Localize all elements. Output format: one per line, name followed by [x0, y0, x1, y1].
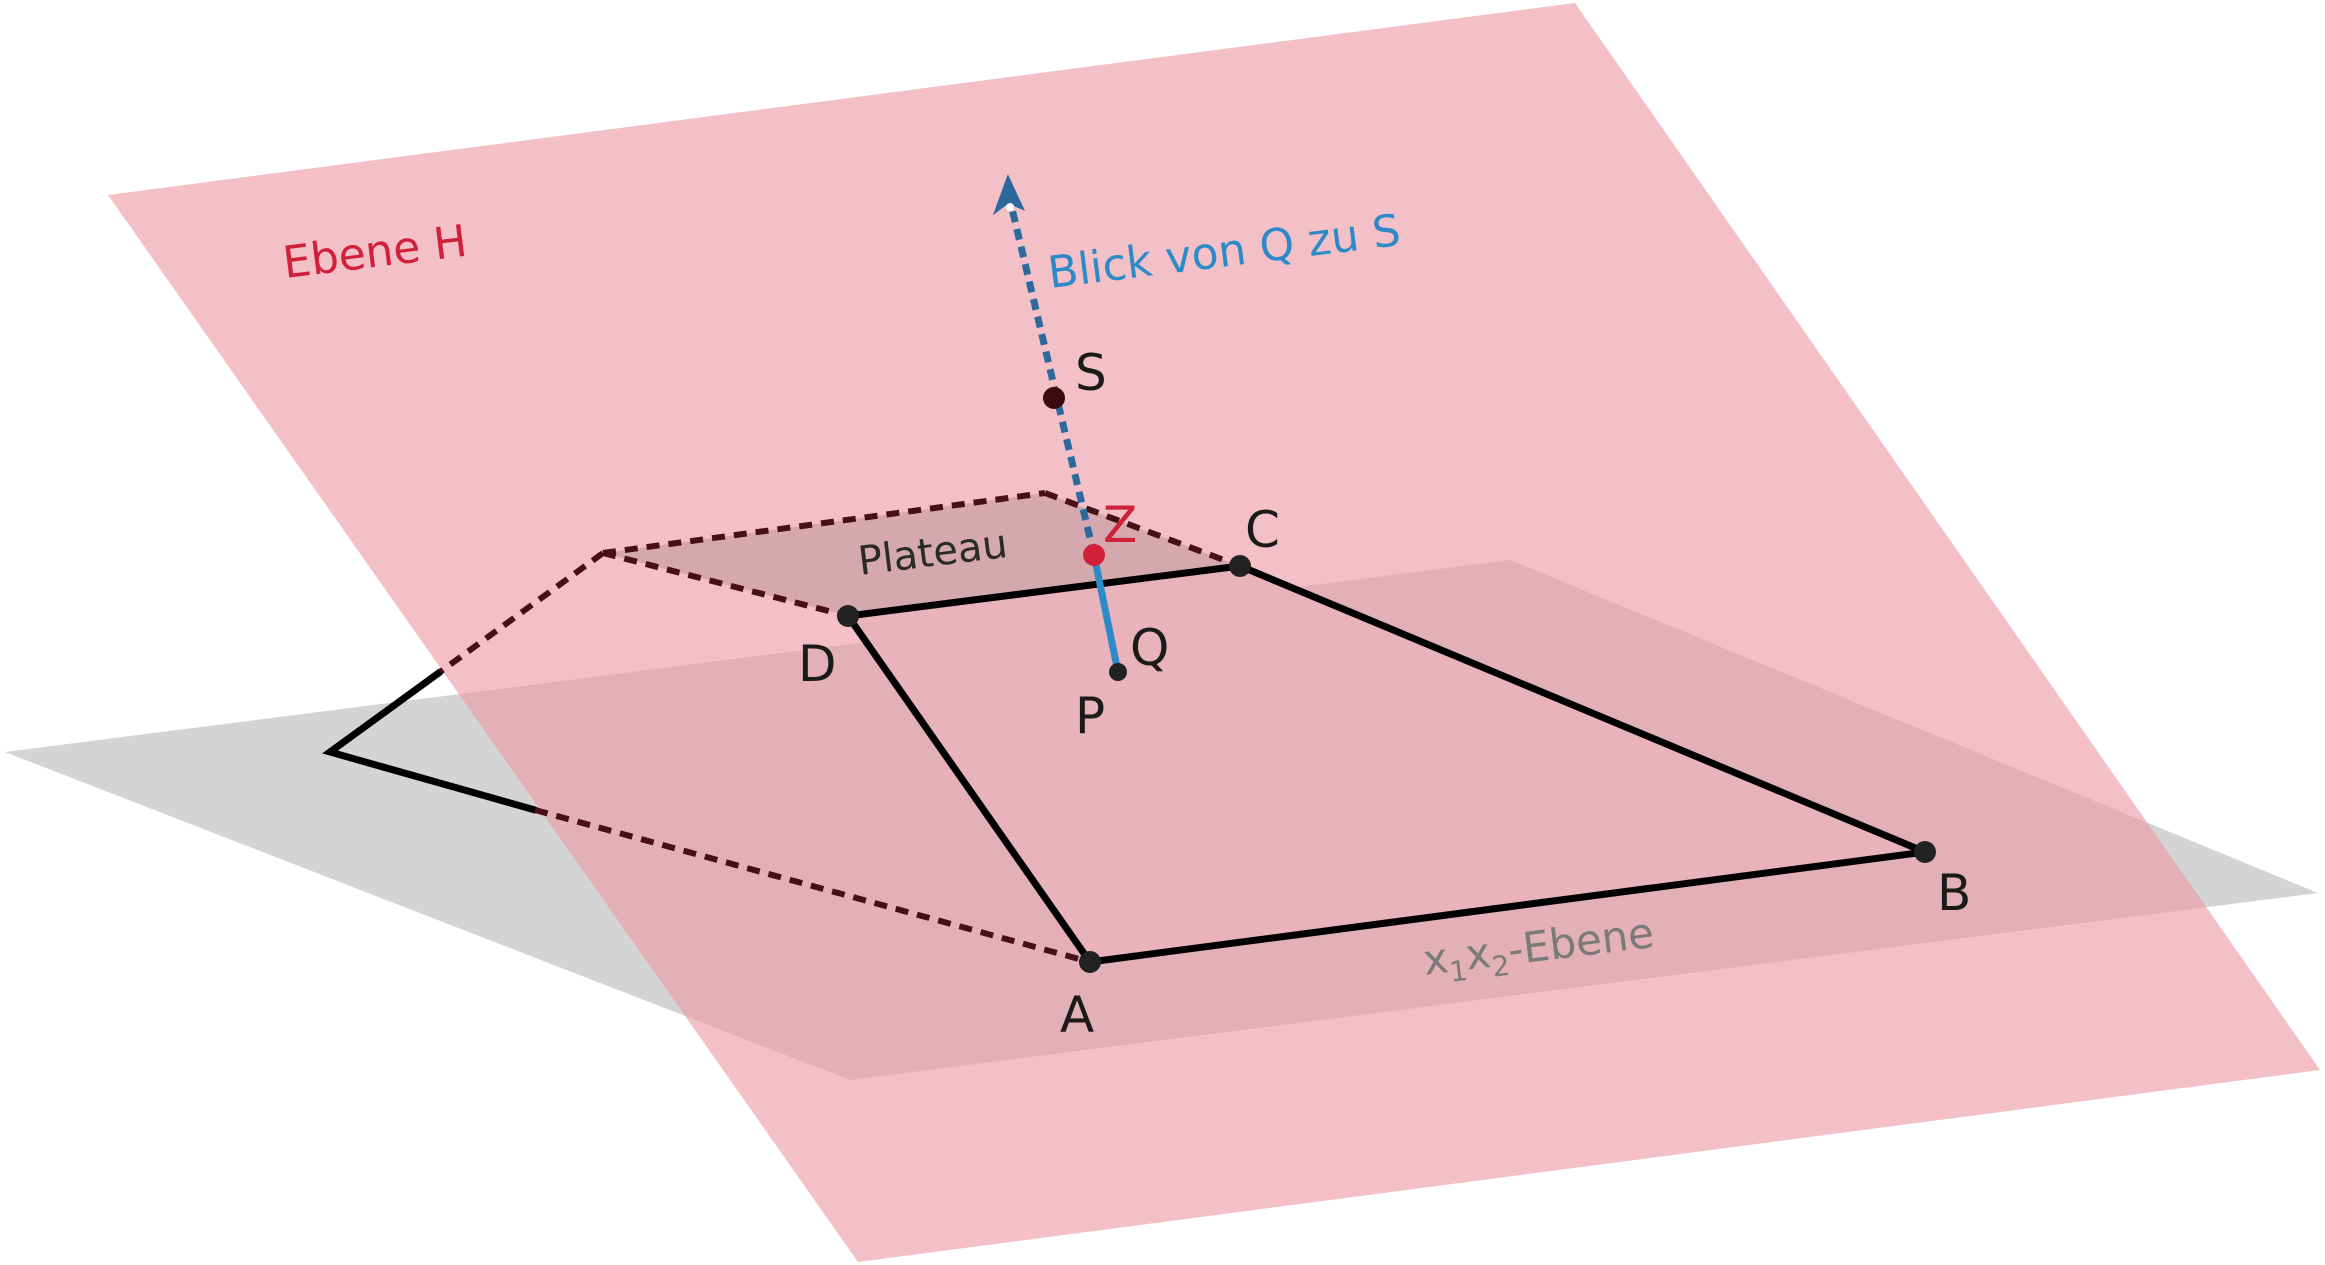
view-arrow-line: [1006, 199, 1098, 556]
plane-h: [108, 3, 2320, 1262]
label-c: C: [1245, 501, 1280, 559]
dashed-edges: [438, 490, 1242, 965]
point-z: [1083, 544, 1105, 566]
point-d: [837, 605, 859, 627]
solid-edges: [844, 562, 1929, 966]
point-p: [1109, 663, 1127, 681]
label-p: P: [1075, 687, 1105, 745]
hidden-base-edge: [322, 668, 539, 814]
label-z: Z: [1103, 496, 1137, 554]
segment-p-z: [1090, 551, 1122, 676]
label-s: S: [1075, 344, 1107, 402]
point-c: [1229, 555, 1251, 577]
ground-label-x2: x: [1463, 928, 1494, 980]
view-arrow-head: [992, 174, 1026, 216]
label-d: D: [798, 635, 837, 693]
ground-label-sub1: 1: [1448, 954, 1470, 989]
label-b: B: [1937, 864, 1971, 922]
point-s: [1043, 387, 1065, 409]
ground-label-x1: x: [1420, 933, 1451, 985]
ground-label-sub2: 2: [1490, 949, 1512, 984]
label-a: A: [1060, 986, 1094, 1044]
point-a: [1079, 951, 1101, 973]
label-q: Q: [1130, 619, 1169, 677]
ground-plane-label: x1x2-Ebene: [1420, 908, 1657, 992]
view-arrow-dot: [1006, 203, 1014, 211]
point-b: [1914, 841, 1936, 863]
